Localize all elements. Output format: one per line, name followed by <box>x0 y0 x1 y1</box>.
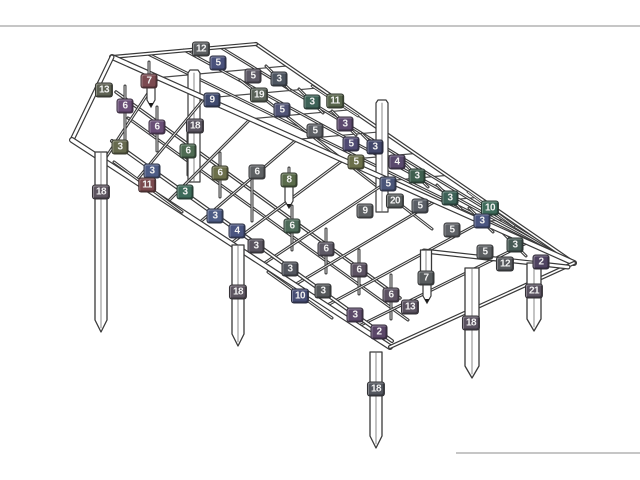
top-rule-line <box>0 25 640 27</box>
part-label-5: 5 <box>347 154 365 170</box>
part-label-18: 18 <box>185 118 205 134</box>
part-label-3: 3 <box>441 190 459 206</box>
part-label-3: 3 <box>366 139 384 155</box>
part-label-4: 4 <box>228 223 246 239</box>
part-label-11: 11 <box>138 177 156 193</box>
part-label-18: 18 <box>461 315 481 331</box>
part-label-6: 6 <box>211 165 229 181</box>
part-label-3: 3 <box>473 213 491 229</box>
bottom-rule-line <box>456 452 640 454</box>
part-label-13: 13 <box>400 299 420 315</box>
part-label-13: 13 <box>94 82 114 98</box>
part-label-6: 6 <box>350 262 368 278</box>
part-label-3: 3 <box>506 237 524 253</box>
part-label-3: 3 <box>270 71 288 87</box>
part-label-5: 5 <box>306 123 324 139</box>
part-label-9: 9 <box>203 92 221 108</box>
part-label-18: 18 <box>91 184 111 200</box>
part-label-5: 5 <box>476 244 494 260</box>
part-label-12: 12 <box>191 41 211 57</box>
part-label-6: 6 <box>179 143 197 159</box>
part-label-6: 6 <box>317 241 335 257</box>
part-label-12: 12 <box>495 256 515 272</box>
part-label-3: 3 <box>314 283 332 299</box>
part-label-3: 3 <box>408 168 426 184</box>
part-label-3: 3 <box>206 208 224 224</box>
part-label-5: 5 <box>379 176 397 192</box>
part-label-19: 19 <box>249 87 269 103</box>
part-label-10: 10 <box>290 288 310 304</box>
part-label-5: 5 <box>273 102 291 118</box>
part-label-3: 3 <box>176 184 194 200</box>
part-label-6: 6 <box>148 119 166 135</box>
part-label-20: 20 <box>385 193 405 209</box>
part-label-9: 9 <box>356 203 374 219</box>
part-label-3: 3 <box>247 238 265 254</box>
part-label-6: 6 <box>382 287 400 303</box>
part-label-5: 5 <box>411 198 429 214</box>
part-label-7: 7 <box>417 270 435 286</box>
part-label-11: 11 <box>326 93 344 109</box>
part-label-5: 5 <box>244 68 262 84</box>
part-label-3: 3 <box>336 116 354 132</box>
part-label-18: 18 <box>366 381 386 397</box>
part-label-6: 6 <box>248 164 266 180</box>
part-label-3: 3 <box>346 307 364 323</box>
part-label-3: 3 <box>111 139 129 155</box>
part-label-21: 21 <box>524 283 544 299</box>
down-arrow-icon <box>284 183 294 210</box>
part-label-5: 5 <box>443 222 461 238</box>
part-label-6: 6 <box>283 218 301 234</box>
part-label-18: 18 <box>228 284 248 300</box>
part-label-2: 2 <box>370 324 388 340</box>
part-label-5: 5 <box>342 136 360 152</box>
part-label-3: 3 <box>143 163 161 179</box>
part-label-6: 6 <box>116 98 134 114</box>
part-label-3: 3 <box>303 94 321 110</box>
part-label-8: 8 <box>280 172 298 188</box>
part-label-2: 2 <box>532 254 550 270</box>
part-label-7: 7 <box>140 73 158 89</box>
part-label-4: 4 <box>388 154 406 170</box>
part-label-3: 3 <box>281 261 299 277</box>
part-label-5: 5 <box>209 55 227 71</box>
